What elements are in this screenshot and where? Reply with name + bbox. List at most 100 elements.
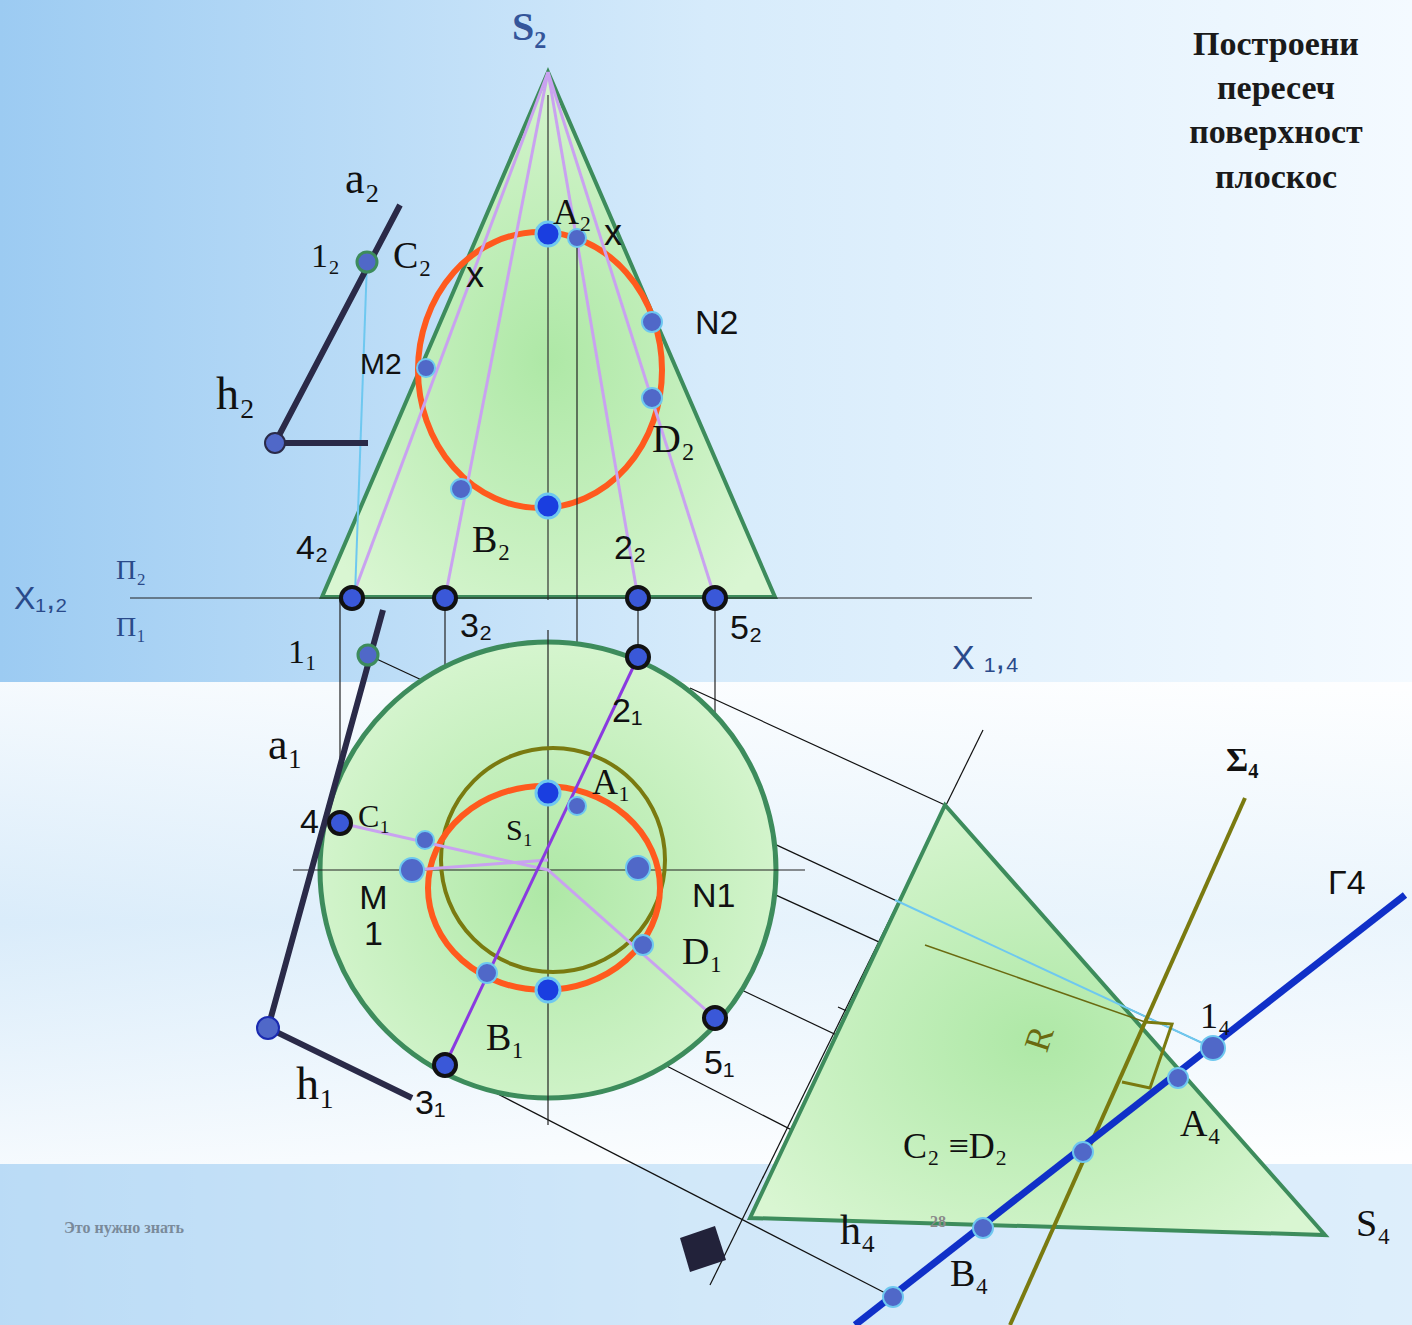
point	[1201, 1036, 1225, 1060]
point	[417, 359, 435, 377]
point-label: 1₁	[288, 634, 317, 670]
point	[642, 388, 662, 408]
point	[704, 587, 726, 609]
points	[417, 229, 662, 499]
generatrix	[548, 72, 715, 598]
point-label: 2₁	[612, 693, 642, 729]
points	[400, 797, 653, 983]
point	[704, 1007, 726, 1029]
points	[536, 222, 560, 518]
point	[329, 812, 351, 834]
generatrix	[340, 823, 715, 1018]
point	[626, 856, 650, 880]
point-label: B₁	[486, 1018, 525, 1058]
generatrix	[548, 72, 638, 598]
point-label: 2₂	[614, 530, 646, 566]
generatrix	[445, 657, 638, 1065]
point	[434, 1054, 456, 1076]
plane-trace	[268, 610, 412, 1098]
generatrix	[445, 72, 548, 598]
point	[1073, 1142, 1093, 1162]
point-label: R	[1018, 1022, 1061, 1057]
section-curve	[418, 232, 662, 508]
points	[329, 646, 726, 1076]
axis-x12	[130, 597, 1032, 598]
point-label: h₂	[216, 370, 255, 418]
point	[883, 1287, 903, 1307]
plane-sigma	[1010, 798, 1245, 1325]
point	[1168, 1068, 1188, 1088]
point	[341, 587, 363, 609]
point	[358, 645, 378, 665]
point-label: 5₂	[730, 610, 762, 646]
point-label: 4₂	[296, 530, 328, 566]
point	[536, 781, 560, 805]
point	[451, 479, 471, 499]
point-label: C₂ ≡D₂	[903, 1128, 1007, 1166]
point-label: x	[604, 214, 622, 252]
point-label: A₄	[1180, 1104, 1221, 1144]
point-label: x	[466, 256, 484, 294]
point	[633, 935, 653, 955]
point	[568, 797, 586, 815]
point	[416, 831, 434, 849]
point-label: Π₁	[116, 612, 146, 641]
point-label: Π₂	[116, 555, 146, 584]
point-label: S₂	[512, 6, 546, 48]
point-label: M2	[360, 348, 402, 380]
footer-note: Это нужно знать	[64, 1220, 184, 1237]
point-label: A₂	[553, 194, 592, 232]
points	[341, 587, 726, 609]
point-label: 5₁	[704, 1045, 734, 1081]
point-label: D₁	[682, 932, 723, 972]
point-label: D₂	[652, 418, 695, 460]
point	[536, 494, 560, 518]
point-label: a₂	[345, 156, 380, 202]
plane-gamma	[855, 895, 1405, 1325]
point	[477, 963, 497, 983]
point-label: 28	[930, 1214, 946, 1231]
point-label: S₁	[506, 814, 533, 846]
generatrix	[352, 72, 548, 598]
point-label: M 1	[353, 880, 394, 951]
points	[536, 781, 560, 1002]
axis-line	[547, 95, 548, 600]
generatrices	[352, 72, 715, 598]
point-label: a₁	[268, 722, 303, 768]
point-label: N1	[692, 878, 735, 914]
point	[265, 433, 285, 453]
point-label: Σ₄	[1226, 742, 1258, 778]
point	[434, 587, 456, 609]
cone-view4	[750, 805, 1325, 1235]
point	[400, 858, 424, 882]
radius-line	[925, 945, 1145, 1022]
point-label: 4	[300, 804, 319, 840]
point	[627, 646, 649, 668]
point-label: N2	[695, 305, 738, 341]
point-label: 3₁	[415, 1085, 445, 1121]
point-label: A₁	[592, 764, 631, 802]
point-label: h₄	[840, 1208, 876, 1252]
point	[627, 587, 649, 609]
point	[642, 312, 662, 332]
axis-line	[547, 630, 548, 1125]
point-label: h₁	[296, 1060, 335, 1108]
point-label: Γ4	[1328, 865, 1366, 901]
link-line	[355, 262, 367, 595]
point-label: S₄	[1356, 1204, 1390, 1244]
slide-title: Построени пересеч поверхност плоскос	[1150, 22, 1402, 199]
point-label: C₁	[358, 800, 391, 834]
section-curve	[428, 786, 660, 990]
auxiliary-circle	[441, 748, 665, 972]
point-label: B₂	[472, 520, 511, 560]
point	[536, 978, 560, 1002]
point-label: X₁,₂	[14, 582, 67, 616]
point-label: B₄	[950, 1254, 989, 1294]
point	[357, 252, 377, 272]
square-mark	[680, 1226, 726, 1272]
point	[973, 1218, 993, 1238]
point-label: 1₄	[1200, 998, 1231, 1036]
